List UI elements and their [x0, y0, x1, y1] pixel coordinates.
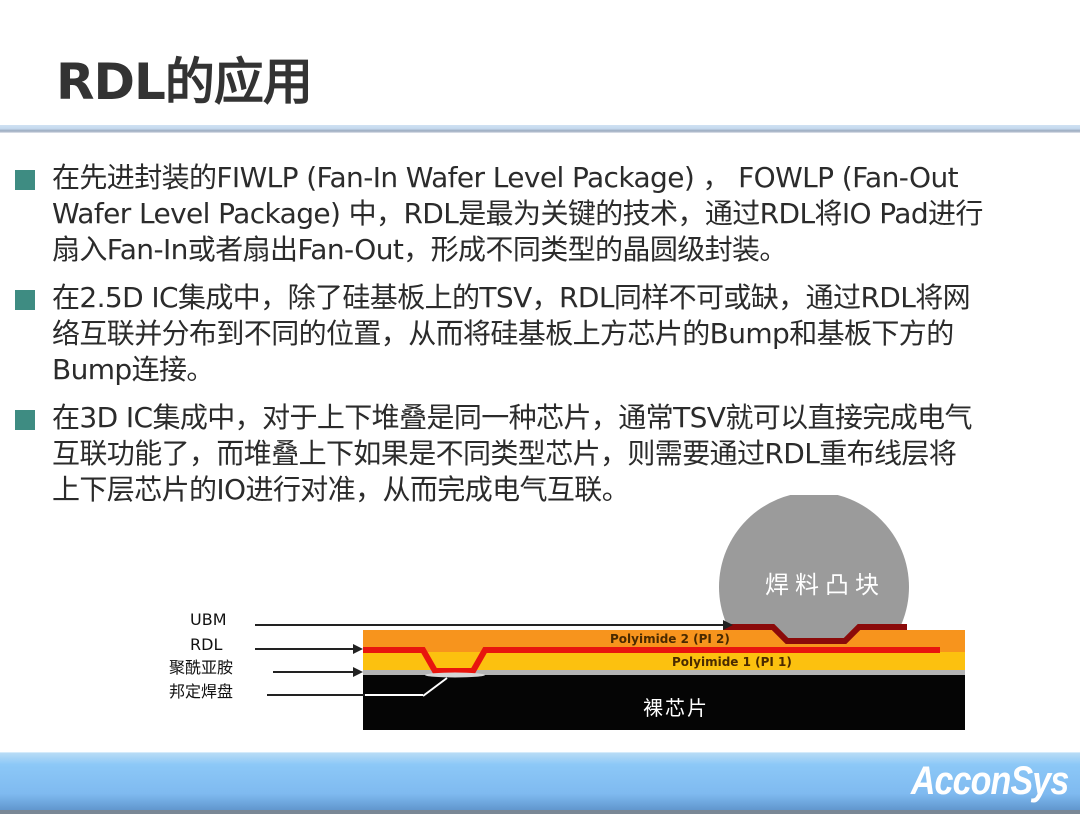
- square-bullet-icon: [15, 410, 35, 430]
- solder-bump-label: 焊料凸块: [765, 571, 885, 599]
- diagram-graphics: [255, 495, 965, 730]
- pi2-label: Polyimide 2 (PI 2): [610, 632, 730, 646]
- pi1-label: Polyimide 1 (PI 1): [672, 655, 792, 669]
- bullet-text: 在2.5D IC集成中，除了硅基板上的TSV，RDL同样不可或缺，通过RDL将网…: [52, 281, 971, 386]
- label-polyimide: 聚酰亚胺: [169, 658, 234, 677]
- brand-logo: AcconSys: [910, 759, 1068, 803]
- label-rdl: RDL: [190, 635, 223, 654]
- rdl-cross-section-diagram: UBM RDL 聚酰亚胺 邦定焊盘 焊料凸块 Polyimide 2 (PI 2…: [155, 495, 985, 735]
- bullet-text: 在3D IC集成中，对于上下堆叠是同一种芯片，通常TSV就可以直接完成电气 互联…: [52, 401, 973, 506]
- square-bullet-icon: [15, 290, 35, 310]
- bullet-text: 在先进封装的FIWLP (Fan-In Wafer Level Package)…: [52, 161, 983, 266]
- footer-shadow: [0, 810, 1080, 814]
- title-divider: [0, 125, 1080, 133]
- slide-title: RDL的应用: [56, 53, 313, 111]
- die-label: 裸芯片: [643, 696, 709, 720]
- square-bullet-icon: [15, 170, 35, 190]
- label-ubm: UBM: [190, 610, 227, 629]
- footer-bar: AcconSys: [0, 752, 1080, 811]
- label-bond-pad: 邦定焊盘: [169, 682, 234, 701]
